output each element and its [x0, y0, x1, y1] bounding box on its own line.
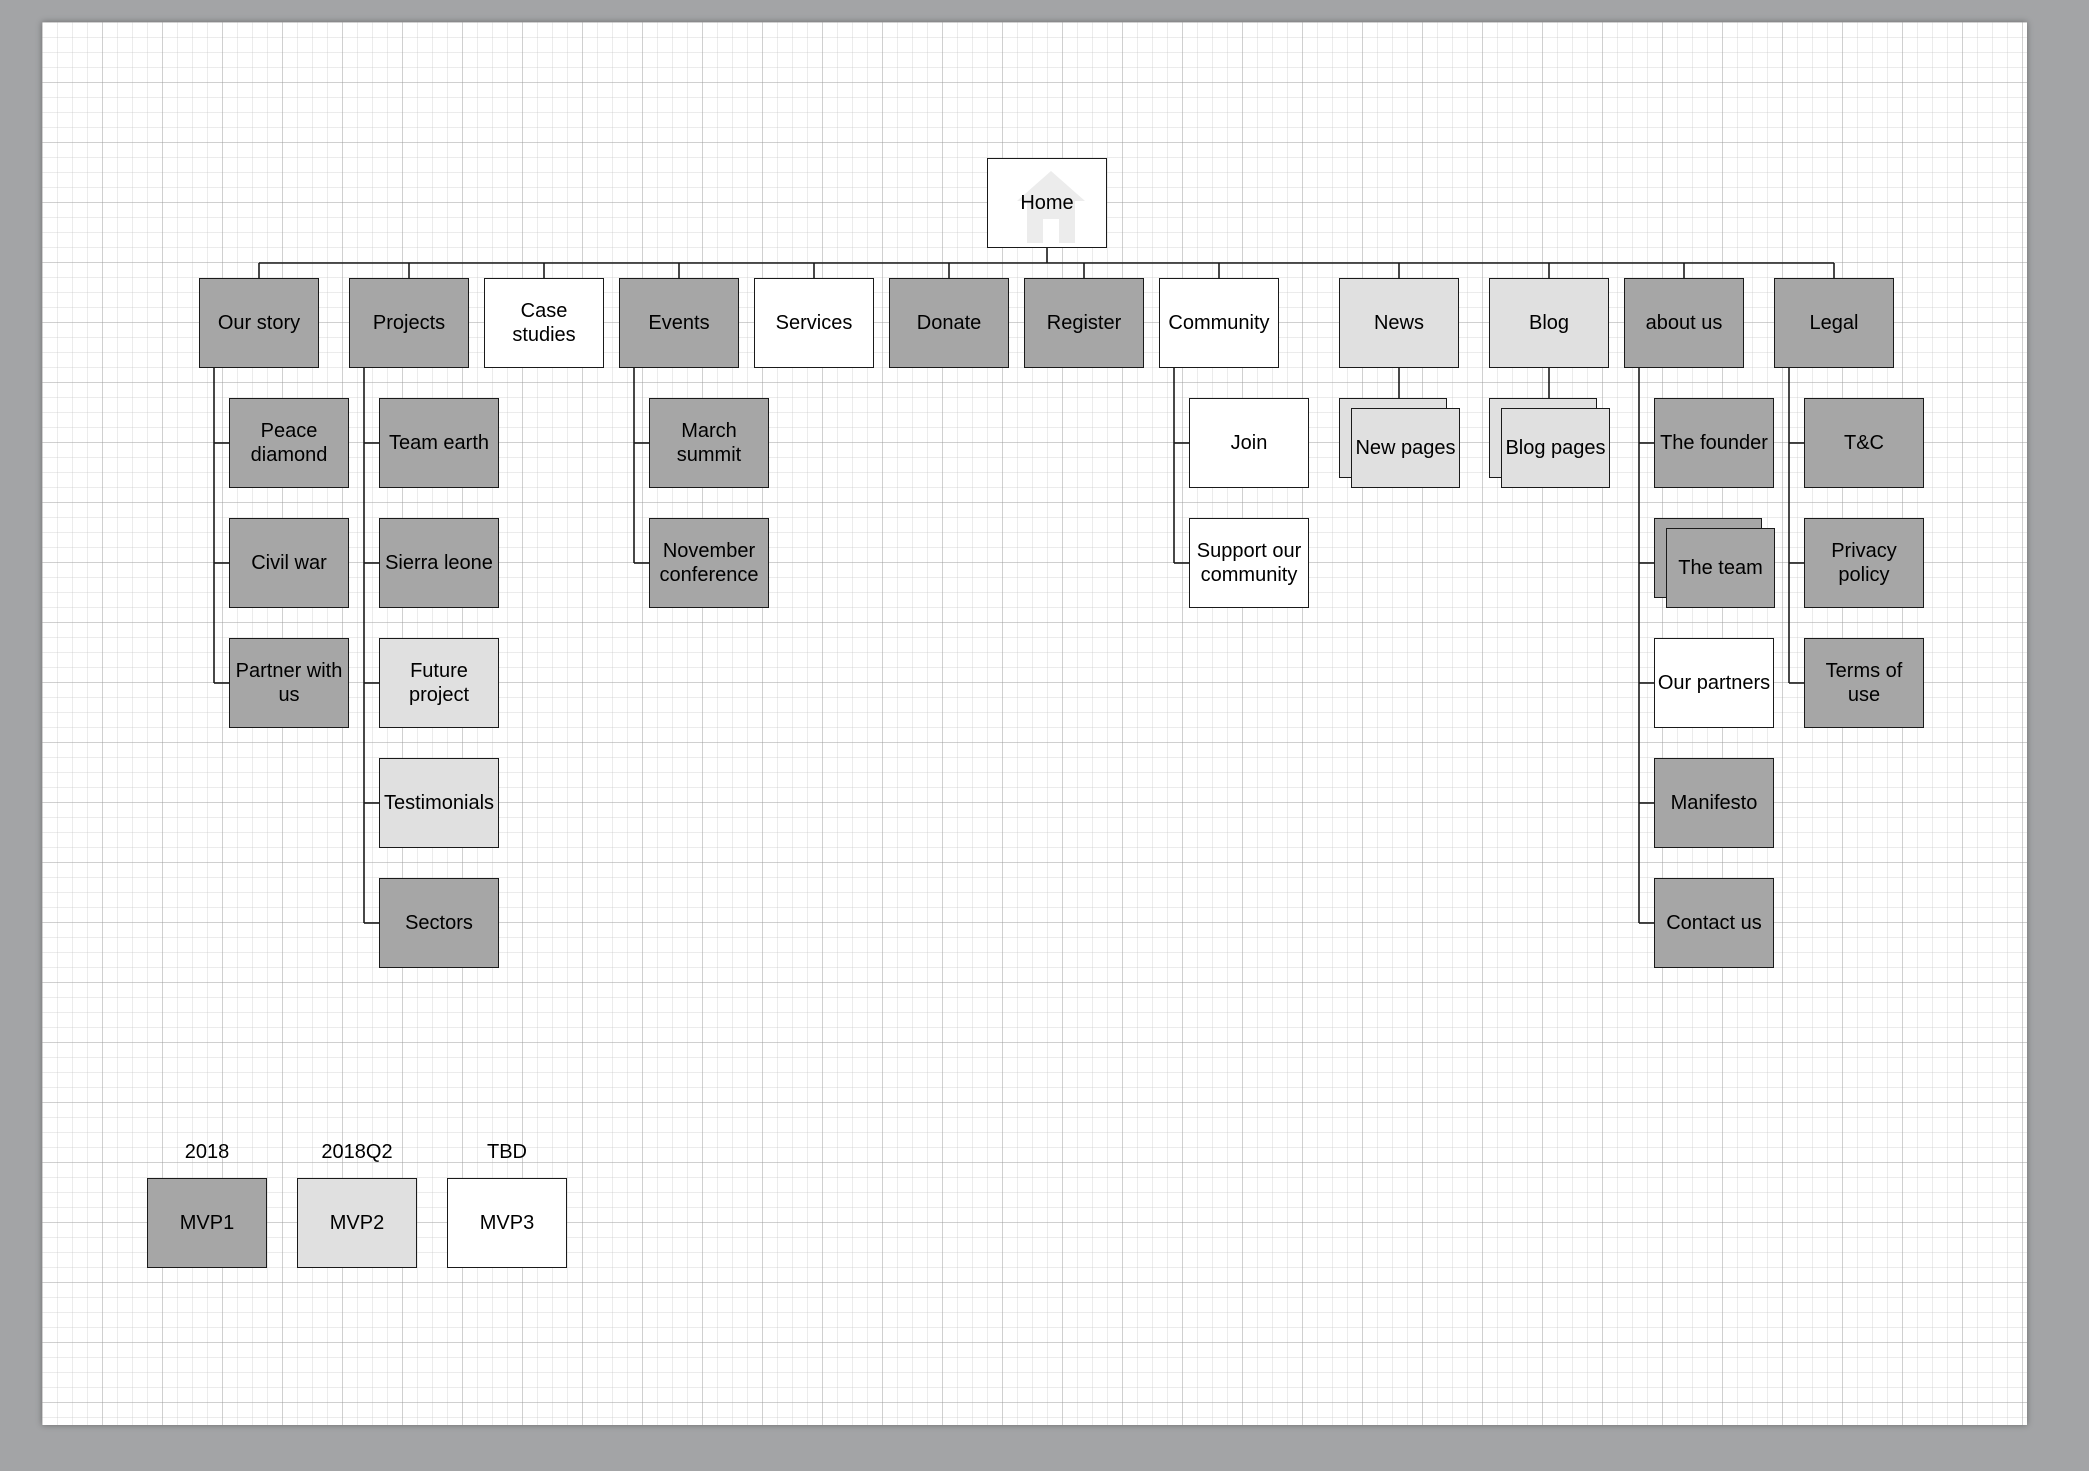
node-label: The team — [1678, 557, 1763, 579]
node-label: March summit — [676, 420, 742, 466]
node-the-founder: The founder — [1654, 398, 1774, 488]
node-support-our-community: Support our community — [1189, 518, 1309, 608]
legend-mvp2: MVP2 — [297, 1178, 417, 1268]
node-label: Donate — [916, 312, 982, 334]
node-civil-war: Civil war — [229, 518, 349, 608]
node-label: Sierra leone — [385, 552, 493, 574]
node-label: Community — [1168, 312, 1270, 334]
node-label: Services — [775, 312, 853, 334]
node-about-us: about us — [1624, 278, 1744, 368]
node-services: Services — [754, 278, 874, 368]
node-privacy-policy: Privacy policy — [1804, 518, 1924, 608]
node-label: Blog — [1528, 312, 1570, 334]
node-testimonials: Testimonials — [379, 758, 499, 848]
node-label: New pages — [1355, 437, 1456, 459]
node-label: Projects — [372, 312, 446, 334]
node-events: Events — [619, 278, 739, 368]
node-label: Team earth — [388, 432, 490, 454]
home-label: Home — [1020, 192, 1074, 214]
node-label: Partner with us — [235, 660, 343, 706]
node-contact-us: Contact us — [1654, 878, 1774, 968]
node-new-pages: New pages — [1351, 408, 1460, 488]
legend-period-label: TBD — [487, 1141, 527, 1163]
node-label: News — [1373, 312, 1424, 334]
legend-label: MVP1 — [179, 1212, 235, 1234]
node-label: T&C — [1844, 432, 1884, 454]
node-november-conference: November conference — [649, 518, 769, 608]
node-tc: T&C — [1804, 398, 1924, 488]
node-label: Events — [648, 312, 710, 334]
node-label: Join — [1230, 432, 1268, 454]
node-the-team: The team — [1666, 528, 1775, 608]
legend-period-label: 2018Q2 — [321, 1141, 393, 1163]
node-label: Future project — [408, 660, 470, 706]
node-label: Testimonials — [383, 792, 495, 814]
node-label: Manifesto — [1670, 792, 1758, 814]
node-sierra-leone: Sierra leone — [379, 518, 499, 608]
node-join: Join — [1189, 398, 1309, 488]
legend-mvp1: MVP1 — [147, 1178, 267, 1268]
node-label: Privacy policy — [1831, 540, 1897, 586]
node-manifesto: Manifesto — [1654, 758, 1774, 848]
node-label: The founder — [1660, 432, 1768, 454]
node-label: Case studies — [512, 300, 576, 346]
legend-mvp3: MVP3 — [447, 1178, 567, 1268]
legend-label: MVP2 — [329, 1212, 385, 1234]
node-blog: Blog — [1489, 278, 1609, 368]
node-label: Legal — [1809, 312, 1859, 334]
node-sectors: Sectors — [379, 878, 499, 968]
node-label: November conference — [659, 540, 759, 586]
node-our-partners: Our partners — [1654, 638, 1774, 728]
node-our-story: Our story — [199, 278, 319, 368]
house-icon — [1017, 171, 1085, 243]
node-label: Support our community — [1196, 540, 1302, 586]
legend-label: MVP3 — [479, 1212, 535, 1234]
node-legal: Legal — [1774, 278, 1894, 368]
node-label: Sectors — [405, 912, 473, 934]
node-label: Terms of use — [1825, 660, 1903, 706]
node-label: Register — [1046, 312, 1122, 334]
node-community: Community — [1159, 278, 1279, 368]
node-news: News — [1339, 278, 1459, 368]
node-label: Civil war — [251, 552, 327, 574]
node-team-earth: Team earth — [379, 398, 499, 488]
node-peace-diamond: Peace diamond — [229, 398, 349, 488]
legend-period-label: 2018 — [184, 1141, 230, 1163]
node-label: Contact us — [1666, 912, 1762, 934]
node-label: Peace diamond — [250, 420, 328, 466]
node-case-studies: Case studies — [484, 278, 604, 368]
node-donate: Donate — [889, 278, 1009, 368]
node-partner-with-us: Partner with us — [229, 638, 349, 728]
home-node: Home — [987, 158, 1107, 248]
node-label: Our story — [217, 312, 301, 334]
node-label: Our partners — [1657, 672, 1771, 694]
node-terms-of-use: Terms of use — [1804, 638, 1924, 728]
node-blog-pages: Blog pages — [1501, 408, 1610, 488]
node-march-summit: March summit — [649, 398, 769, 488]
node-future-project: Future project — [379, 638, 499, 728]
node-label: Blog pages — [1505, 437, 1606, 459]
node-register: Register — [1024, 278, 1144, 368]
node-projects: Projects — [349, 278, 469, 368]
node-label: about us — [1645, 312, 1723, 334]
